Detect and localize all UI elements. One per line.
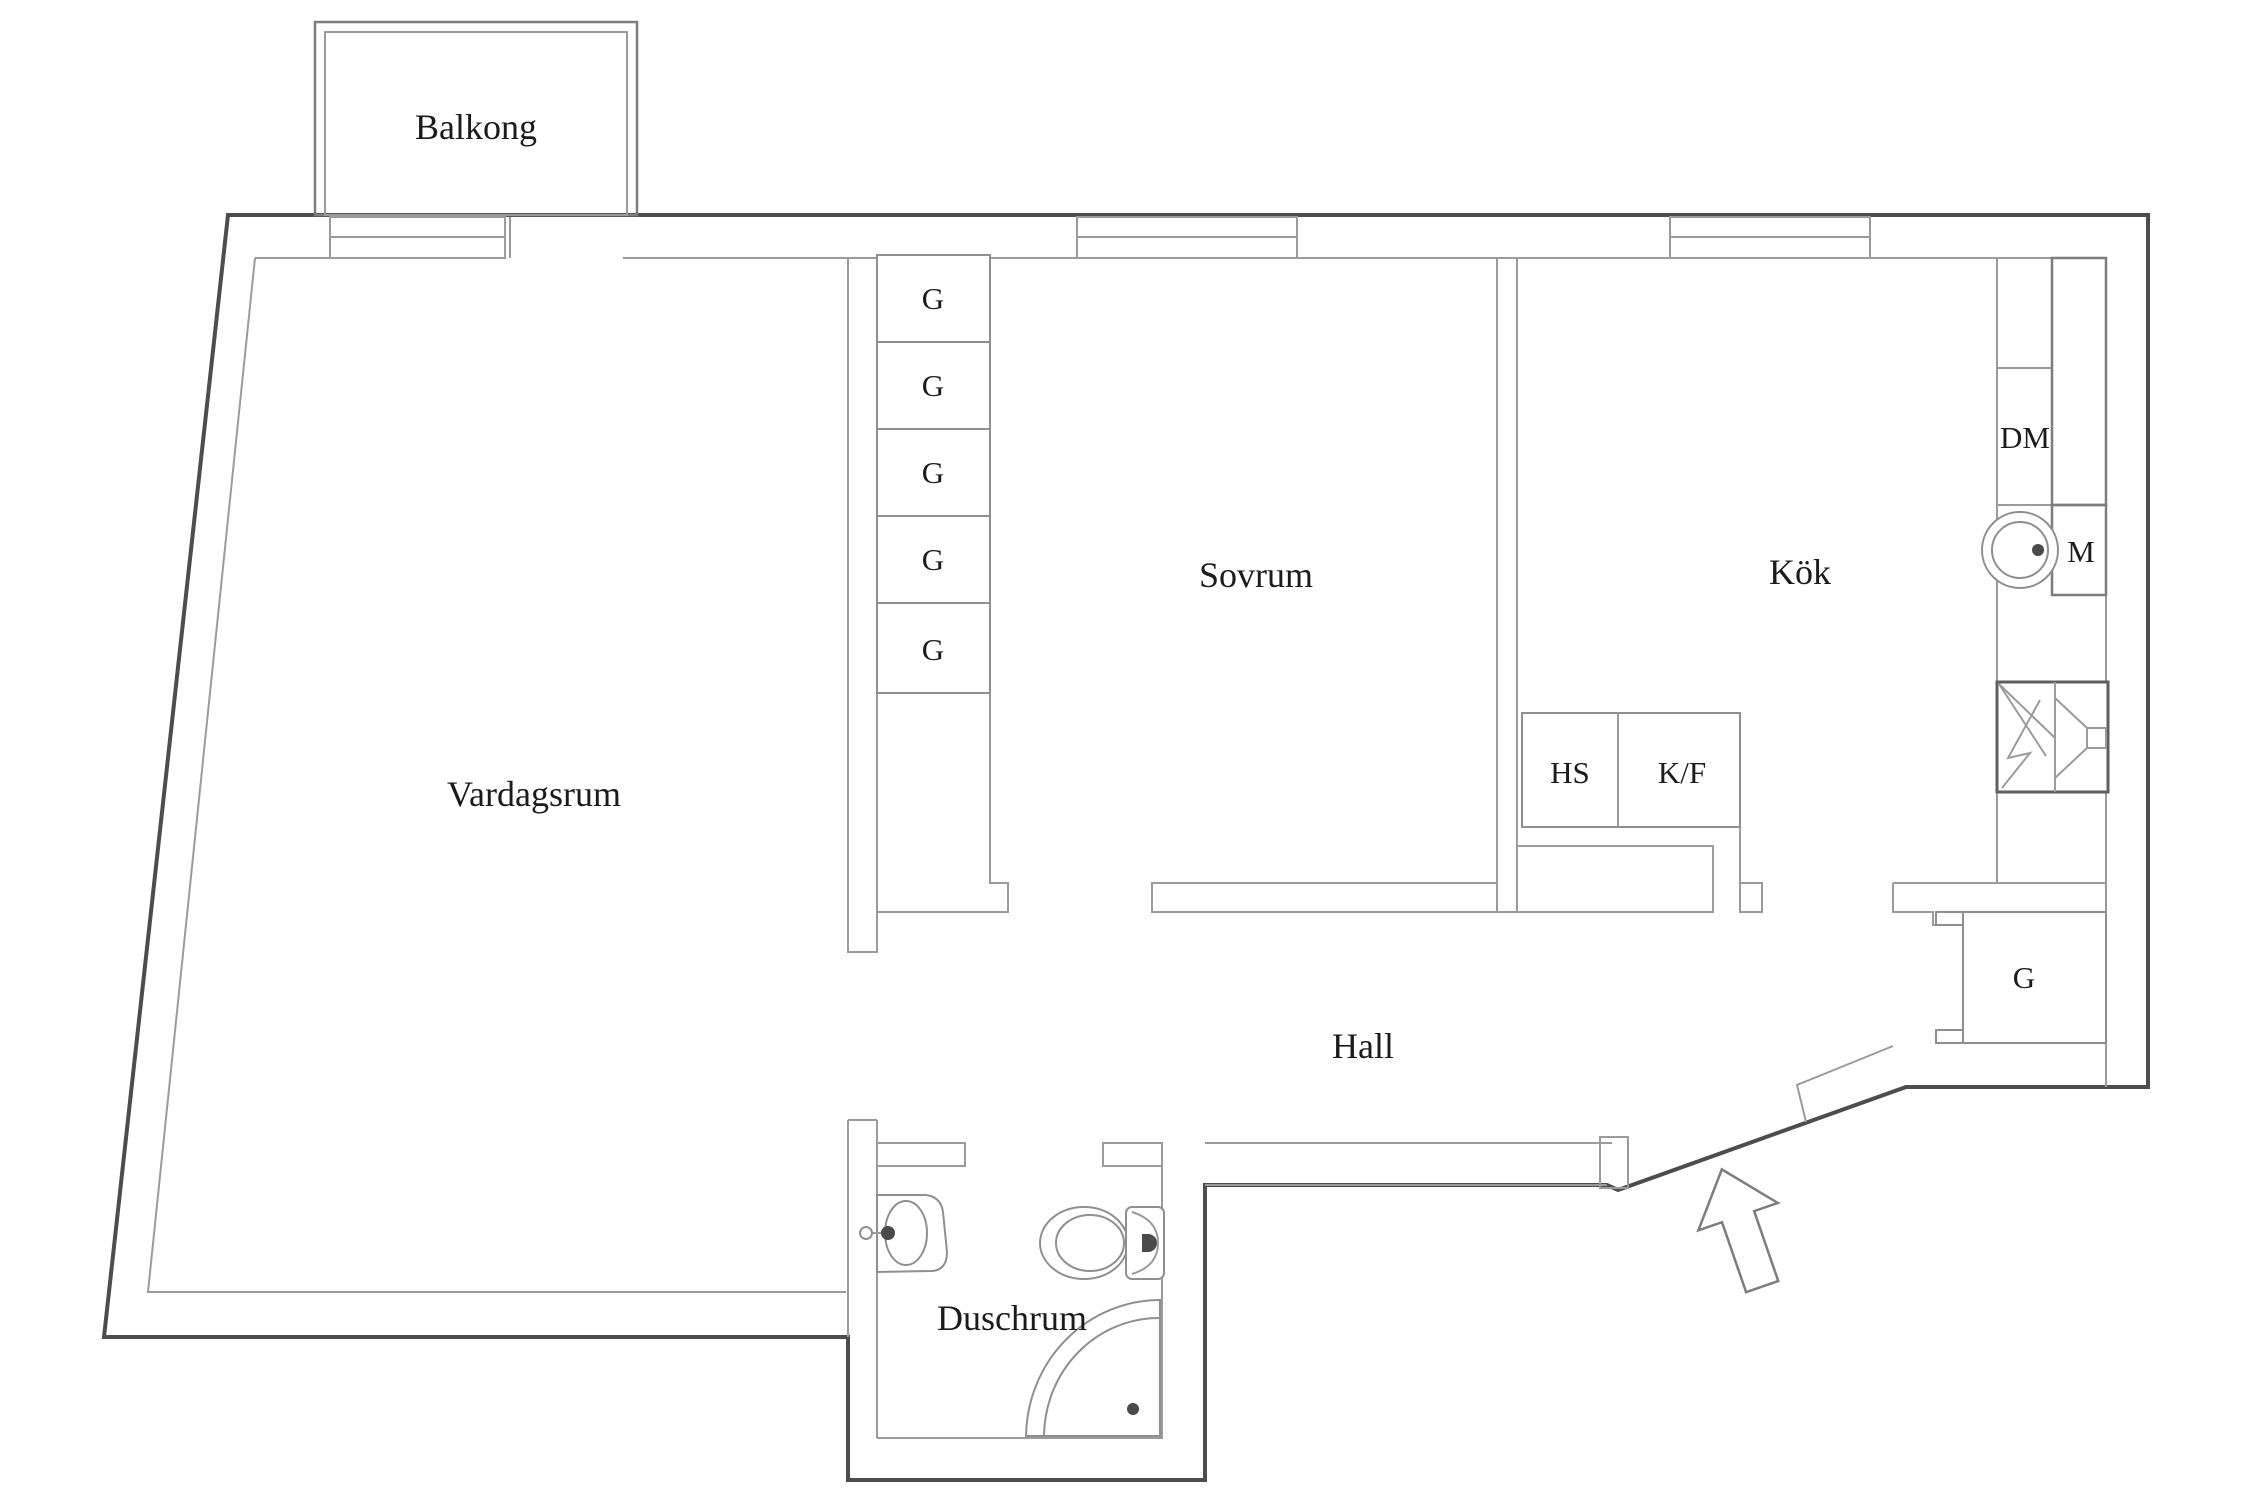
room-label-living-room: Vardagsrum <box>447 774 621 814</box>
inner-face-top-right <box>255 257 2107 1087</box>
entrance-arrow-icon <box>1696 1167 1781 1294</box>
inner-face-left-bottom <box>146 257 846 1293</box>
wardrobe-box <box>876 341 991 430</box>
living-room-window <box>329 216 511 259</box>
hall-wardrobe-tab <box>1935 911 1964 926</box>
wardrobe-label: G <box>922 542 944 577</box>
room-labels: Balkong Vardagsrum Sovrum Kök Hall Dusch… <box>415 107 1831 1338</box>
wardrobe-box <box>876 428 991 517</box>
balcony-inner-wall <box>324 31 628 216</box>
bedroom-west-wall-lower <box>876 693 1009 913</box>
tall-unit-column <box>2050 256 2108 507</box>
wardrobe-box <box>876 602 991 694</box>
microwave-label: M <box>2067 534 2095 569</box>
hall-wardrobe-box <box>1962 911 2107 1044</box>
bedroom-wardrobes: G G G G G <box>876 254 991 694</box>
room-label-shower-room: Duschrum <box>937 1298 1087 1338</box>
fridge-freezer-label: K/F <box>1658 755 1706 790</box>
bedroom-window <box>1076 216 1298 259</box>
pantry-fridge-unit: HS K/F <box>1521 712 1741 828</box>
hall-south-wall <box>1205 1142 1612 1186</box>
wardrobe-label: G <box>922 455 944 490</box>
wardrobe-label: G <box>922 368 944 403</box>
stove-hood-icon <box>1995 680 2110 794</box>
room-label-balcony: Balkong <box>415 107 537 147</box>
balcony-structure <box>313 20 639 217</box>
kitchen-fixtures: HS K/F DM M <box>1521 256 2110 883</box>
interior-walls <box>847 258 2106 1439</box>
bedroom-kitchen-wall <box>1496 258 1518 913</box>
entrance-diagonal-inner-face <box>1795 1045 1894 1123</box>
room-label-kitchen: Kök <box>1769 552 1831 592</box>
wardrobe-box <box>876 254 991 343</box>
bedroom-south-wall <box>1151 882 1498 913</box>
showerroom-north-wall-right <box>1102 1142 1163 1167</box>
wardrobe-box <box>876 515 991 604</box>
tall-cabinet-label: HS <box>1550 755 1590 790</box>
kitchen-wall-stub <box>1739 827 1763 913</box>
wardrobe-label: G <box>922 632 944 667</box>
hall-wardrobe: G <box>1935 911 2107 1044</box>
showerroom-fixtures <box>859 1194 1165 1437</box>
shower-tray-icon <box>1024 1298 1161 1437</box>
kitchen-window <box>1669 216 1871 259</box>
kitchen-sink-icon <box>1981 511 2059 589</box>
hall-wardrobe-label: G <box>2013 960 2035 995</box>
washbasin-icon <box>859 1194 949 1274</box>
hall-wardrobe-tab <box>1935 1029 1964 1044</box>
windows <box>329 216 1871 259</box>
entrance-jamb <box>1599 1136 1629 1189</box>
outer-wall-outline <box>101 213 2150 1482</box>
kitchen-opening-threshold <box>1516 845 1714 913</box>
showerroom-north-wall-left <box>876 1142 966 1167</box>
exterior-walls <box>101 213 2150 1482</box>
wardrobe-label: G <box>922 281 944 316</box>
room-label-bedroom: Sovrum <box>1199 555 1313 595</box>
dishwasher-label: DM <box>2000 420 2050 455</box>
livingroom-east-wall <box>847 258 878 1438</box>
room-label-hall: Hall <box>1332 1026 1394 1066</box>
toilet-icon <box>1039 1206 1165 1280</box>
